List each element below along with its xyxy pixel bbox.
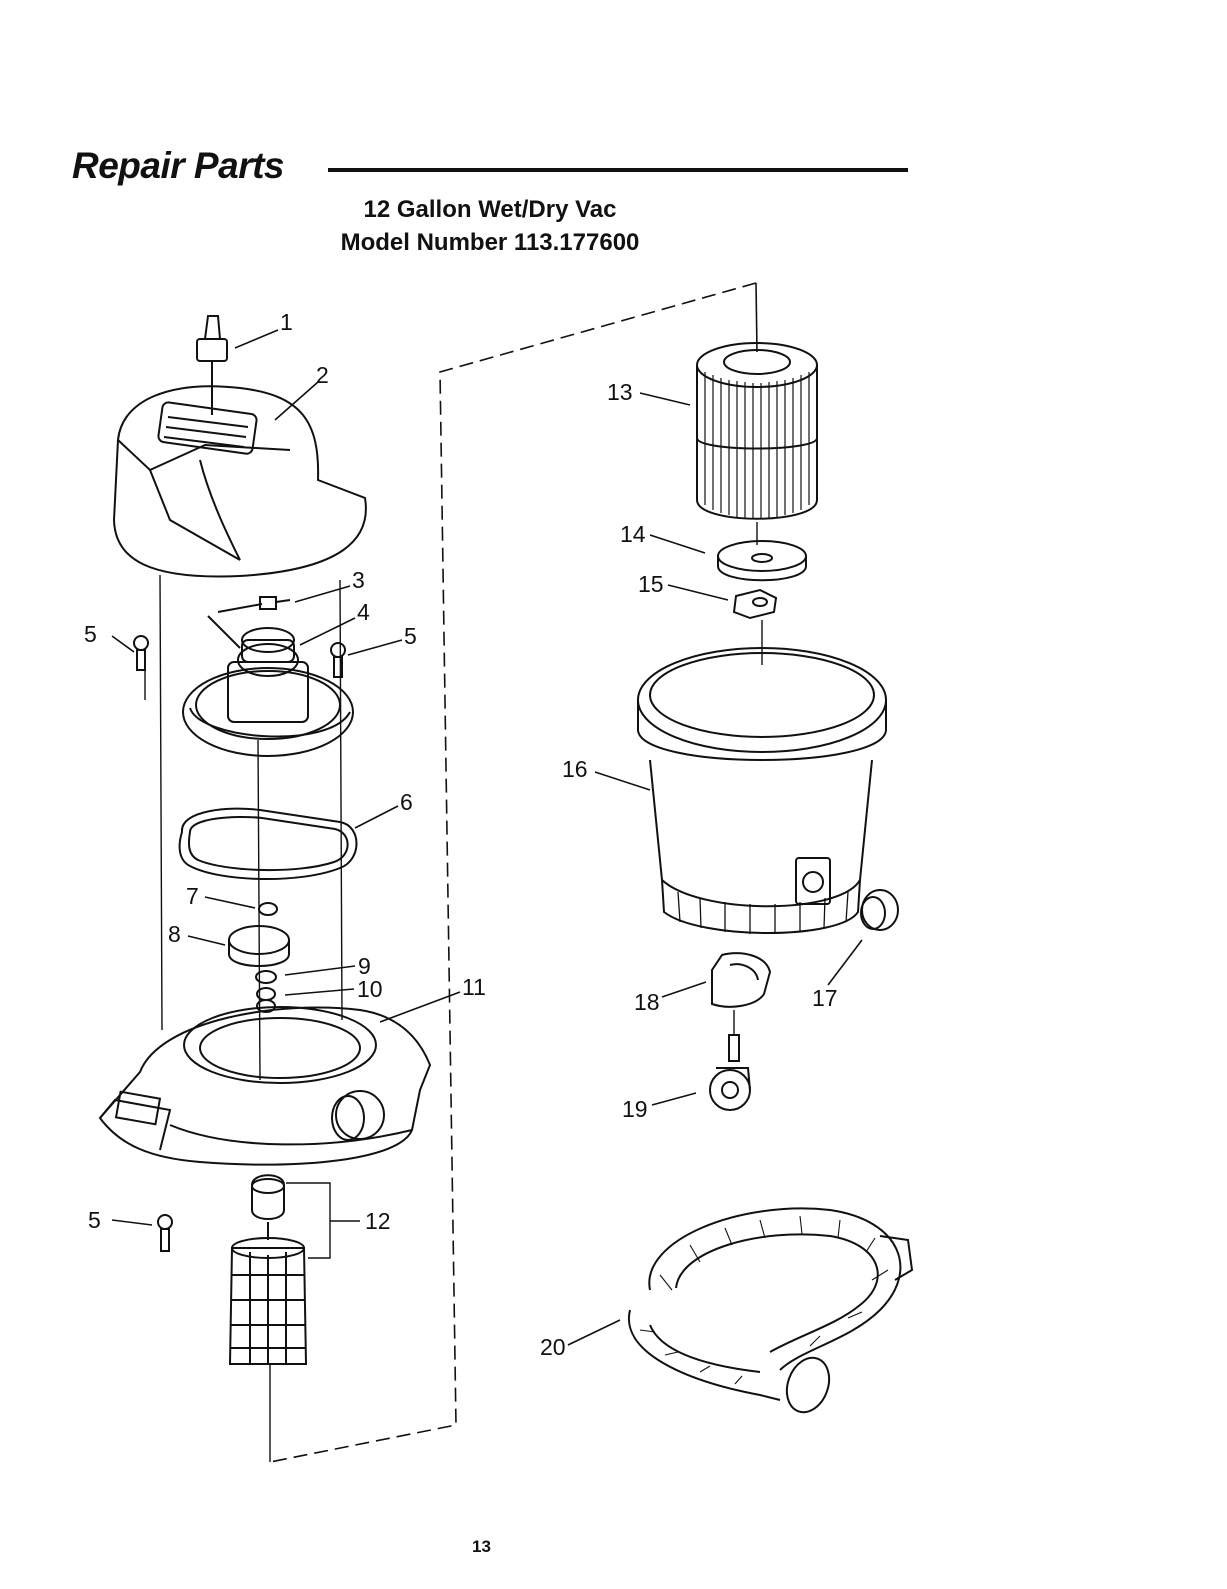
part-nut — [259, 903, 277, 915]
callout-label: 19 — [622, 1096, 648, 1122]
callout-label: 5 — [84, 621, 97, 647]
callout-label: 5 — [88, 1207, 101, 1233]
callout-labels: 1 2 3 4 5 5 6 7 8 9 10 11 5 12 13 14 15 … — [84, 309, 838, 1360]
assembly-guide-line — [270, 283, 756, 1462]
part-foam-and-cage-filter — [230, 1175, 330, 1462]
callout-label: 1 — [280, 309, 293, 335]
part-hose — [629, 1208, 912, 1418]
callout-label: 2 — [316, 362, 329, 388]
page-number: 13 — [472, 1537, 491, 1557]
callout-label: 3 — [352, 567, 365, 593]
callout-label: 4 — [357, 599, 370, 625]
callout-label: 17 — [812, 985, 838, 1011]
callout-label: 8 — [168, 921, 181, 947]
part-wire-lead — [218, 597, 290, 612]
part-lid — [100, 1007, 430, 1165]
callout-label: 6 — [400, 789, 413, 815]
part-drum — [638, 648, 886, 934]
part-caster — [710, 1035, 750, 1110]
callout-label: 7 — [186, 883, 199, 909]
callout-label: 11 — [462, 974, 486, 1000]
part-cartridge-filter — [697, 343, 817, 545]
part-caster-holder — [712, 953, 770, 1035]
part-motor-assembly — [183, 616, 353, 756]
callout-label: 12 — [365, 1208, 391, 1234]
callout-label: 18 — [634, 989, 660, 1015]
callout-label: 5 — [404, 623, 417, 649]
part-filter-cage — [718, 541, 806, 580]
callout-label: 10 — [357, 976, 383, 1002]
callout-label: 16 — [562, 756, 588, 782]
part-switch — [197, 316, 227, 415]
part-drain-cap — [861, 890, 898, 930]
callout-label: 14 — [620, 521, 646, 547]
callout-label: 13 — [607, 379, 633, 405]
callout-label: 15 — [638, 571, 664, 597]
part-gasket — [180, 809, 357, 879]
part-motor-cover — [114, 386, 366, 576]
callout-label: 20 — [540, 1334, 566, 1360]
callout-leaders — [112, 330, 862, 1345]
part-screw — [134, 636, 345, 1251]
